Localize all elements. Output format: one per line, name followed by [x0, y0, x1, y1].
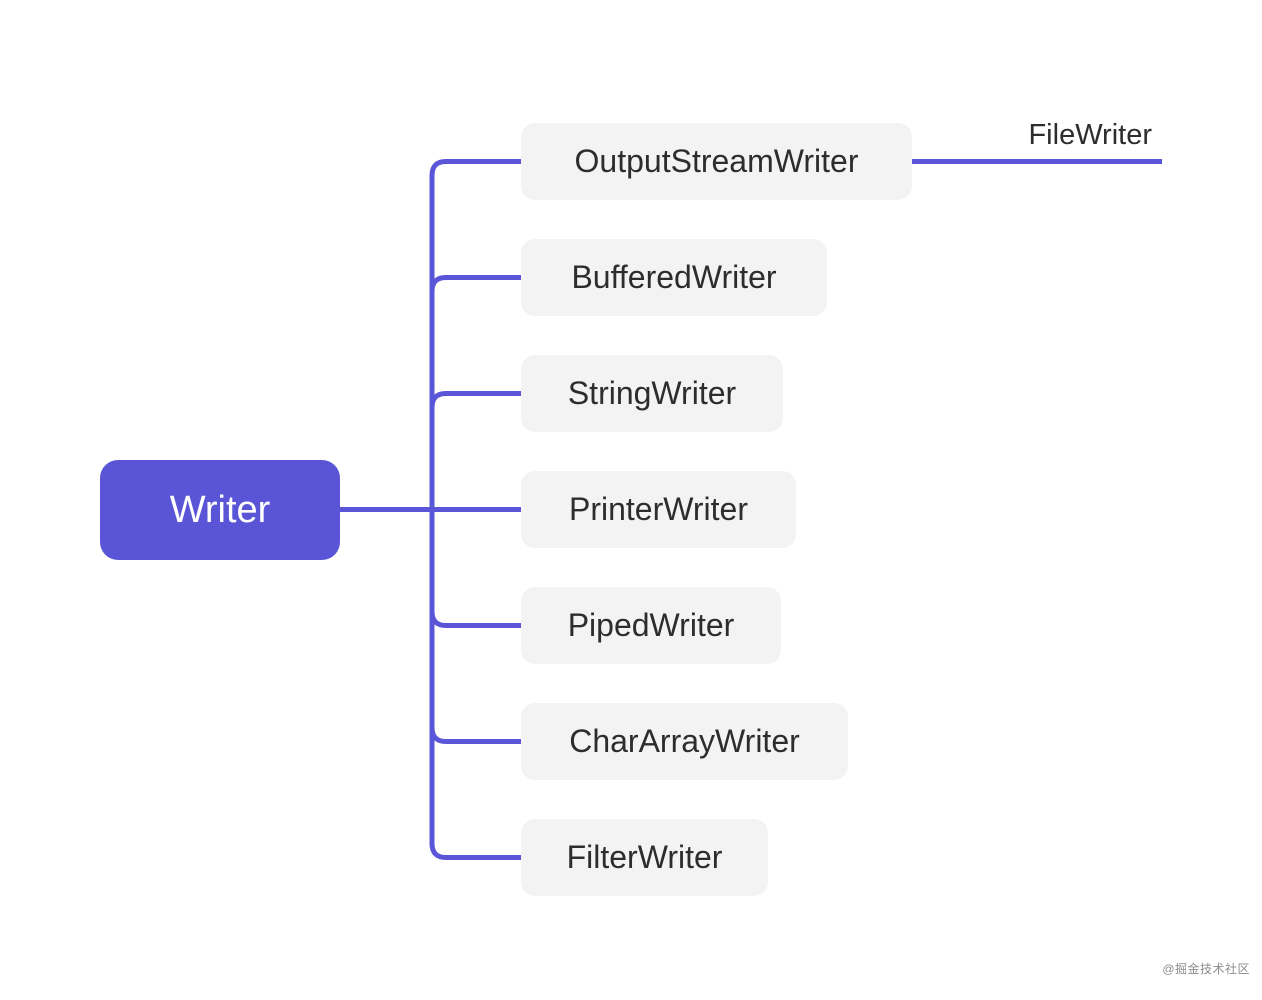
- child-node-label: PipedWriter: [567, 607, 735, 643]
- grandchild-node-label: FileWriter: [1028, 119, 1152, 151]
- grandchild-node-filewriter[interactable]: FileWriter: [1028, 112, 1152, 152]
- child-node-outputstreamwriter[interactable]: OutputStreamWriter: [521, 123, 912, 200]
- root-node-label: Writer: [169, 488, 271, 531]
- connector-spine: [429, 159, 535, 860]
- connector-bufferedwriter: [429, 275, 535, 292]
- child-node-label: StringWriter: [567, 375, 737, 411]
- child-node-printerwriter[interactable]: PrinterWriter: [521, 471, 796, 548]
- child-node-filterwriter[interactable]: FilterWriter: [521, 819, 768, 896]
- child-node-stringwriter[interactable]: StringWriter: [521, 355, 783, 432]
- juejin-watermark: @掘金技术社区: [1162, 962, 1250, 976]
- child-node-chararraywriter[interactable]: CharArrayWriter: [521, 703, 848, 780]
- child-node-label: OutputStreamWriter: [574, 143, 859, 179]
- child-node-label: BufferedWriter: [571, 259, 777, 295]
- child-node-label: CharArrayWriter: [569, 723, 800, 759]
- child-node-label: PrinterWriter: [569, 491, 748, 527]
- connector-stringwriter: [429, 391, 535, 408]
- child-node-bufferedwriter[interactable]: BufferedWriter: [521, 239, 827, 316]
- connector-chararraywriter: [429, 727, 535, 744]
- child-node-pipedwriter[interactable]: PipedWriter: [521, 587, 781, 664]
- child-node-label: FilterWriter: [566, 839, 723, 875]
- root-node-writer[interactable]: Writer: [100, 460, 340, 560]
- connector-pipedwriter: [429, 611, 535, 628]
